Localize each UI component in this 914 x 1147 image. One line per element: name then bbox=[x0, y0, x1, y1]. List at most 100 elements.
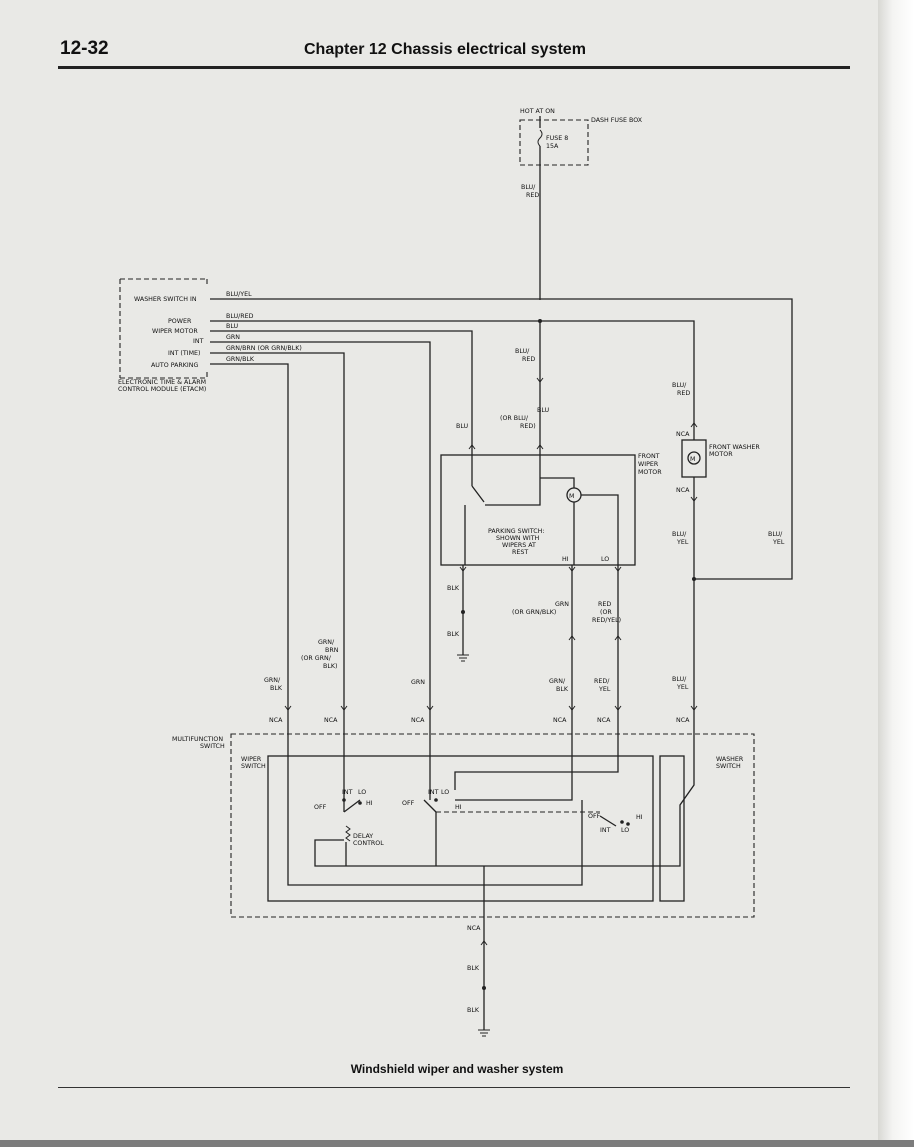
wire-blu-label: BLU/ bbox=[521, 184, 536, 191]
or-mid: (OR bbox=[600, 609, 612, 616]
sw1-int: INT bbox=[342, 789, 353, 796]
etacm-module: WASHER SWITCH IN POWER WIPER MOTOR INT I… bbox=[118, 278, 302, 393]
red-yel-a: RED/ bbox=[594, 678, 610, 685]
grn-left: GRN bbox=[411, 679, 425, 686]
grn-blk-a: GRN/ bbox=[549, 678, 566, 685]
washer-motor-m: M bbox=[690, 456, 695, 463]
etacm-power: POWER bbox=[168, 318, 192, 325]
wire-grn: GRN bbox=[226, 334, 240, 341]
etacm-name-line2: CONTROL MODULE (ETACM) bbox=[118, 386, 206, 393]
grn-brn-a: GRN/ bbox=[318, 639, 335, 646]
wire-grn-blk: GRN/BLK bbox=[226, 356, 255, 363]
blk-2: BLK bbox=[447, 631, 460, 638]
nca-washer-bottom: NCA bbox=[676, 487, 690, 494]
red-paren-label: RED) bbox=[520, 423, 536, 430]
washer-motor-l2: MOTOR bbox=[709, 451, 733, 458]
wire-blu: BLU bbox=[226, 323, 239, 330]
front-wiper-l2: WIPER bbox=[638, 461, 659, 468]
wire-blu-yel: BLU/YEL bbox=[226, 291, 252, 298]
blk-bottom-2: BLK bbox=[467, 1007, 480, 1014]
chapter-heading: Chapter 12 Chassis electrical system bbox=[304, 41, 586, 58]
wire-red-label: RED bbox=[526, 192, 539, 199]
blu-yel-3b: YEL bbox=[676, 684, 689, 691]
grn-blk-left-a: GRN/ bbox=[264, 677, 281, 684]
page-number: 12-32 bbox=[60, 38, 109, 59]
red-yel-paren: RED/YEL) bbox=[592, 617, 621, 624]
blu-label-3: BLU bbox=[537, 407, 550, 414]
motor-lo: LO bbox=[601, 556, 609, 563]
wiper-switch-contacts: INT LO HI OFF DELAY CONTROL INT LO OFF H… bbox=[314, 789, 643, 866]
parking-l4: REST bbox=[512, 549, 528, 556]
nca-2: NCA bbox=[324, 717, 338, 724]
multifunction-l1: MULTIFUNCTION bbox=[172, 736, 223, 743]
washer-switch-l2: SWITCH bbox=[716, 763, 741, 770]
washer-switch-wire bbox=[314, 715, 695, 867]
footer-rule bbox=[58, 1087, 850, 1088]
wire-grn-brn: GRN/BRN (OR GRN/BLK) bbox=[226, 345, 302, 352]
blu-red-label-2: RED bbox=[522, 356, 535, 363]
nca-3: NCA bbox=[411, 717, 425, 724]
nca-5: NCA bbox=[597, 717, 611, 724]
fuse-rating-label: 15A bbox=[546, 143, 559, 150]
scan-bottom-band bbox=[0, 1140, 914, 1147]
header-rule bbox=[58, 66, 850, 69]
nca-washer-top: NCA bbox=[676, 431, 690, 438]
etacm-name-line1: ELECTRONIC TIME & ALARM bbox=[118, 379, 206, 386]
fuse-box-label: DASH FUSE BOX bbox=[591, 117, 643, 124]
delay-l1: DELAY bbox=[353, 833, 373, 840]
red-mid: RED bbox=[598, 601, 611, 608]
blu-yel-2b: YEL bbox=[772, 539, 785, 546]
sw1-off: OFF bbox=[314, 804, 327, 811]
nca-1: NCA bbox=[269, 717, 283, 724]
dash-fuse-box: HOT AT ON DASH FUSE BOX FUSE 8 15A BLU/ … bbox=[519, 108, 643, 300]
nca-bottom: NCA bbox=[467, 925, 481, 932]
figure-caption: Windshield wiper and washer system bbox=[350, 1062, 564, 1076]
connector-markers bbox=[284, 377, 698, 946]
delay-l2: CONTROL bbox=[353, 840, 384, 847]
blu-yel-1b: YEL bbox=[676, 539, 689, 546]
multifunction-switch: MULTIFUNCTION SWITCH WIPER SWITCH WASHER… bbox=[172, 733, 755, 918]
sw1-lo: LO bbox=[358, 789, 366, 796]
etacm-wiper-motor: WIPER MOTOR bbox=[152, 328, 198, 335]
grn-brn-c: (OR GRN/ bbox=[301, 655, 332, 662]
etacm-washer-switch-in: WASHER SWITCH IN bbox=[134, 296, 197, 303]
front-wiper-l3: MOTOR bbox=[638, 469, 662, 476]
etacm-auto-parking: AUTO PARKING bbox=[151, 362, 198, 369]
wiper-motor-m: M bbox=[569, 493, 574, 500]
parking-l3: WIPERS AT bbox=[502, 542, 536, 549]
front-wiper-motor: M FRONT WIPER MOTOR PARKING SWITCH: SHOW… bbox=[440, 453, 662, 566]
or-grn-blk: (OR GRN/BLK) bbox=[512, 609, 556, 616]
sw2-int: INT bbox=[428, 789, 439, 796]
multifunction-l2: SWITCH bbox=[200, 743, 225, 750]
wiper-switch-l2: SWITCH bbox=[241, 763, 266, 770]
sw2-off: OFF bbox=[402, 800, 415, 807]
motor-hi: HI bbox=[562, 556, 569, 563]
blu-label-4: BLU bbox=[456, 423, 469, 430]
sw3-hi: HI bbox=[636, 814, 643, 821]
grn-brn-b: BRN bbox=[325, 647, 339, 654]
etacm-wires bbox=[210, 298, 793, 715]
sw2-hi: HI bbox=[455, 804, 462, 811]
parking-l1: PARKING SWITCH: bbox=[488, 528, 544, 535]
grn-blk-left-b: BLK bbox=[270, 685, 283, 692]
red-yel-b: YEL bbox=[598, 686, 611, 693]
sw2-lo: LO bbox=[441, 789, 449, 796]
main-ground: NCA BLK BLK bbox=[467, 925, 490, 1037]
wire-blu-red: BLU/RED bbox=[226, 313, 254, 320]
front-wiper-l1: FRONT bbox=[638, 453, 660, 460]
washer-motor-l1: FRONT WASHER bbox=[709, 444, 760, 451]
blu-red-right-2: RED bbox=[677, 390, 690, 397]
switch-wire-5 bbox=[454, 715, 619, 790]
front-washer-motor: M FRONT WASHER MOTOR NCA NCA BLU/ YEL BL… bbox=[672, 420, 785, 715]
fuse-label: FUSE 8 bbox=[546, 135, 568, 142]
wiper-switch-l1: WIPER bbox=[241, 756, 262, 763]
page-edge-shadow bbox=[878, 0, 914, 1147]
hot-at-on-label: HOT AT ON bbox=[520, 108, 555, 115]
grn-brn-d: BLK) bbox=[323, 663, 337, 670]
sw1-hi: HI bbox=[366, 800, 373, 807]
grn-mid: GRN bbox=[555, 601, 569, 608]
nca-6: NCA bbox=[676, 717, 690, 724]
sw3-int: INT bbox=[600, 827, 611, 834]
blu-yel-1a: BLU/ bbox=[672, 531, 687, 538]
